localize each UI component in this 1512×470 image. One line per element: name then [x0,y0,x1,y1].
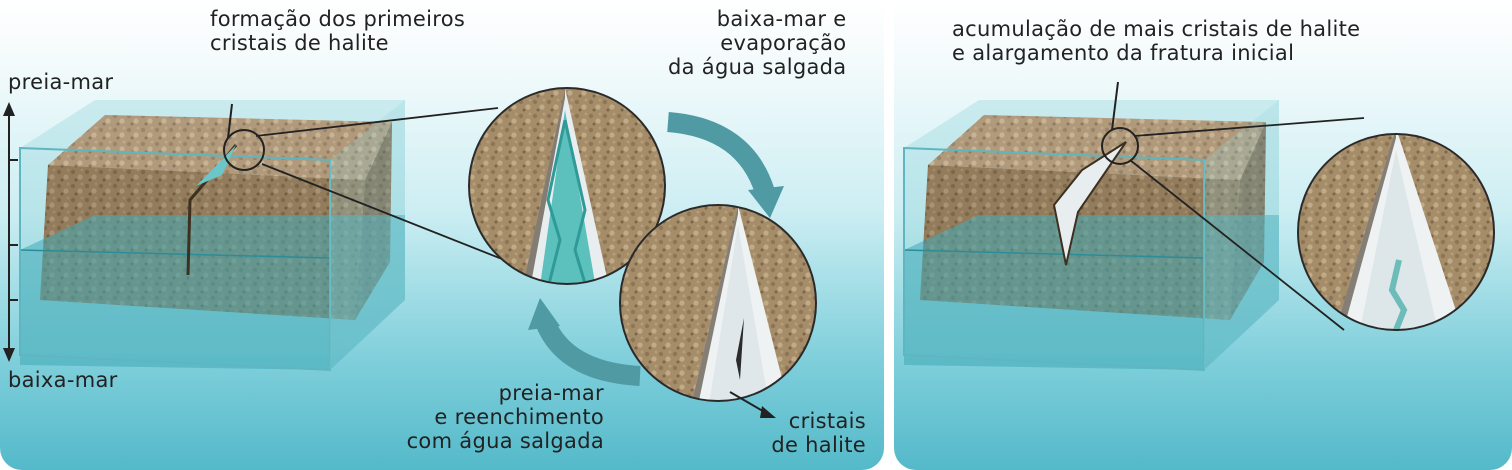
label-high-tide: preia-mar [8,70,114,94]
magnified-widened-fracture [1297,133,1495,331]
label-halite-crystals: cristais de halite [771,409,866,457]
panel-tidal-cycle: formação dos primeiros cristais de halit… [0,0,884,470]
label-low-tide: baixa-mar [8,368,118,392]
cycle-arrow-up [528,298,641,386]
magnifier-ring-block-right [1101,127,1139,165]
label-high-tide-refill: preia-mar e reenchimento com água salgad… [406,381,604,453]
magnified-fracture-crystals [619,204,817,418]
rock-block [19,100,405,372]
panel-accumulation: acumulação de mais cristais de halite e … [894,0,1512,470]
magnifier-ring-block [223,129,265,171]
tide-range-arrow [3,102,18,362]
tidal-cycle-illustration [3,87,817,418]
label-first-crystals: formação dos primeiros cristais de halit… [210,7,466,55]
label-low-tide-evaporation: baixa-mar e evaporação da água salgada [668,7,847,79]
rock-block-widened [903,100,1279,372]
label-accumulation: acumulação de mais cristais de halite e … [952,17,1361,65]
pointer-accumulation [1111,81,1119,131]
magnified-fracture-water [468,87,666,285]
cycle-arrow-down [667,112,784,218]
pointer-first-crystals [227,103,233,139]
accumulation-illustration [903,81,1495,372]
